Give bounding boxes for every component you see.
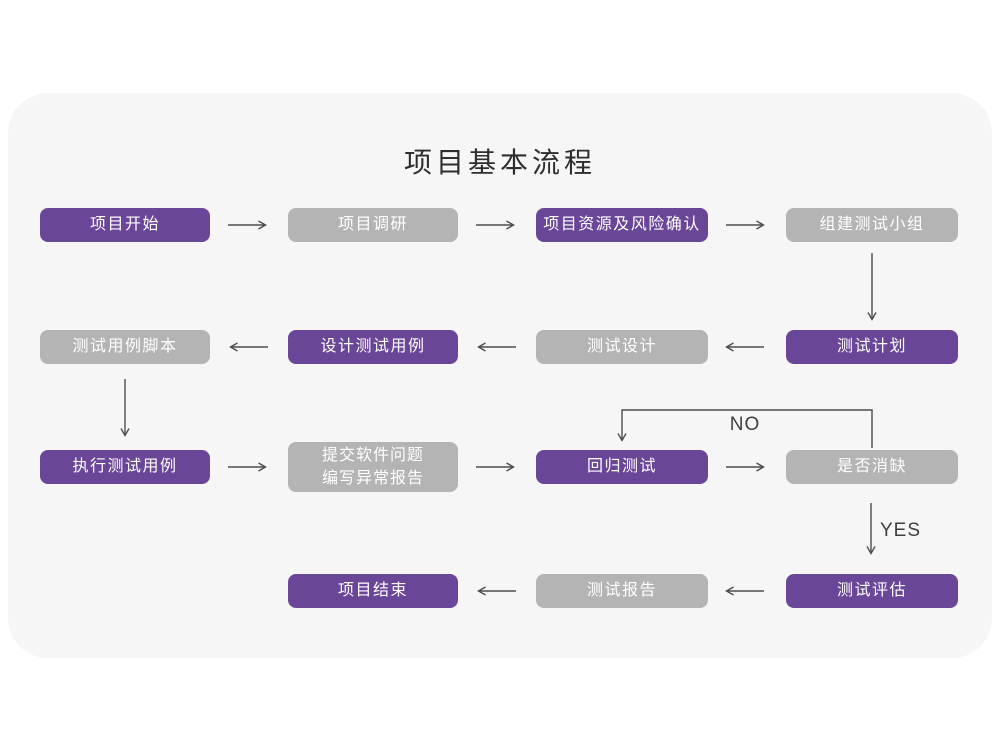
page-title: 项目基本流程: [403, 147, 596, 178]
yes-branch-label: YES: [880, 520, 922, 541]
flowchart-card: [8, 93, 992, 658]
node-defect-resolved: 是否消缺: [786, 450, 958, 484]
node-test-evaluation: 测试评估: [786, 574, 958, 608]
node-test-design: 测试设计: [536, 330, 708, 364]
node-regression-test: 回归测试: [536, 450, 708, 484]
node-line-2: 编写异常报告: [321, 470, 424, 487]
node-test-plan: 测试计划: [786, 330, 958, 364]
node-project-start: 项目开始: [40, 208, 210, 242]
node-resource-risk-confirm: 项目资源及风险确认: [536, 208, 708, 242]
node-execute-test-cases: 执行测试用例: [40, 450, 210, 484]
node-project-research: 项目调研: [288, 208, 458, 242]
node-project-end: 项目结束: [288, 574, 458, 608]
node-test-report: 测试报告: [536, 574, 708, 608]
no-branch-label: NO: [729, 414, 761, 435]
node-line-1: 提交软件问题: [321, 446, 424, 464]
node-build-test-team: 组建测试小组: [786, 208, 958, 242]
node-test-case-scripts: 测试用例脚本: [40, 330, 210, 364]
node-design-test-cases: 设计测试用例: [288, 330, 458, 364]
node-submit-issue-report: 提交软件问题 编写异常报告: [288, 442, 458, 492]
